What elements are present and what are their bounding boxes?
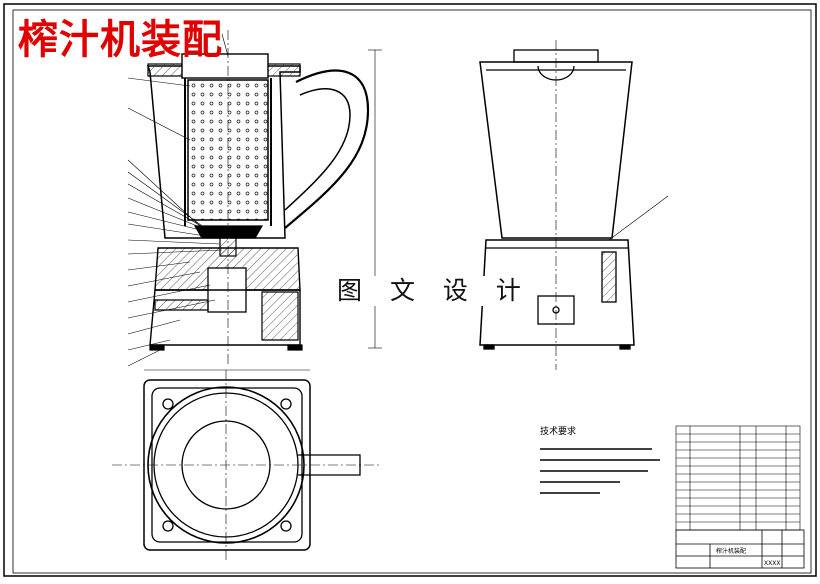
title-block-name: 榨汁机装配 (716, 547, 746, 555)
drawing-title: 榨汁机装配 (18, 16, 223, 63)
front-section-view (127, 30, 382, 367)
parts-list (675, 425, 801, 531)
title-block-code: XXXX (764, 560, 780, 567)
outer-border (3, 3, 817, 577)
top-view (112, 369, 380, 560)
watermark-text: 图 文 设 计 (333, 276, 535, 306)
title-block: 榨汁机装配 XXXX (675, 529, 805, 569)
inner-border (12, 9, 812, 574)
notes-heading: 技术要求 (540, 425, 576, 437)
side-view (479, 40, 669, 370)
technical-notes: 技术要求 (540, 425, 660, 494)
